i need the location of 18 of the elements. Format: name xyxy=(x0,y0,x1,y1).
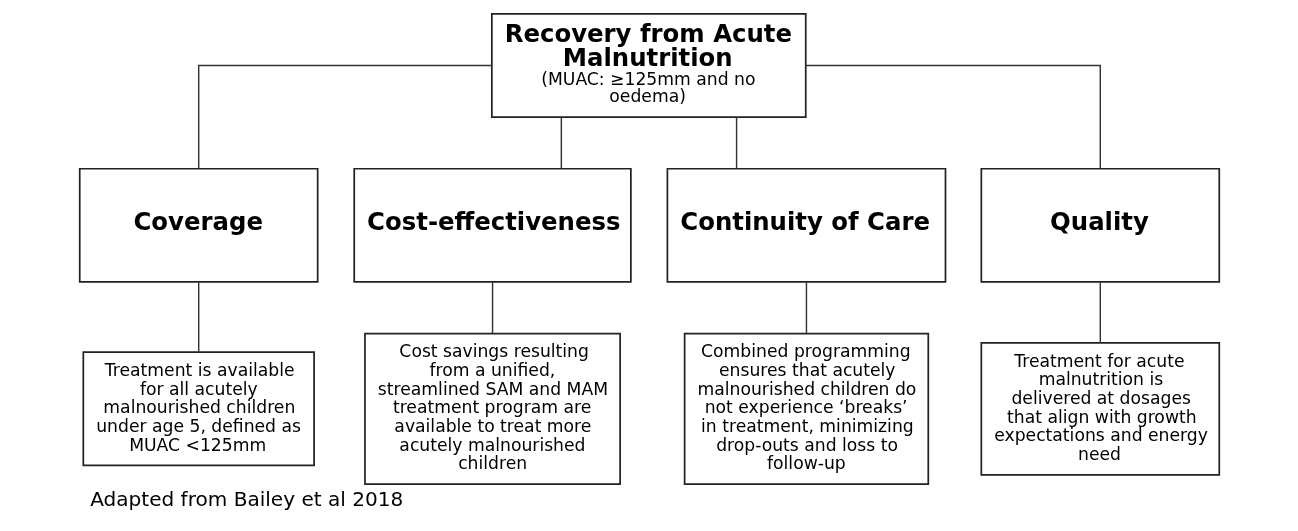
node-box: Cost savings resulting from a unified, streamlined SAM and MAM treatment program are available to treat more acutely malnourished children xyxy=(363,332,621,485)
connector xyxy=(560,116,562,169)
node-box: Recovery from Acute Malnutrition (MUAC: ≥125mm and no oedema) xyxy=(490,13,807,118)
node-box: Combined programming ensures that acutely malnourished children do not experience ‘breaks’ in treatment, minimizing drop-outs and loss to follow-up xyxy=(683,332,929,485)
connector xyxy=(735,116,737,169)
connector xyxy=(491,281,493,334)
connector xyxy=(197,64,492,170)
connector xyxy=(804,64,1101,170)
connector xyxy=(805,281,807,334)
node-box: Treatment for acute malnutrition is delivered at dosages that align with growth expectations and energy need xyxy=(979,342,1220,476)
connector xyxy=(1099,281,1101,344)
node-box: Cost-effectiveness xyxy=(352,167,632,283)
node-box: Coverage xyxy=(78,167,319,283)
node-box: Continuity of Care xyxy=(666,167,946,283)
node-box: Quality xyxy=(979,167,1220,283)
connector xyxy=(197,281,199,353)
node-box: Treatment is available for all acutely malnourished children under age 5, defined as MUAC <125mm xyxy=(81,351,315,467)
caption: Adapted from Bailey et al 2018 xyxy=(89,486,403,511)
